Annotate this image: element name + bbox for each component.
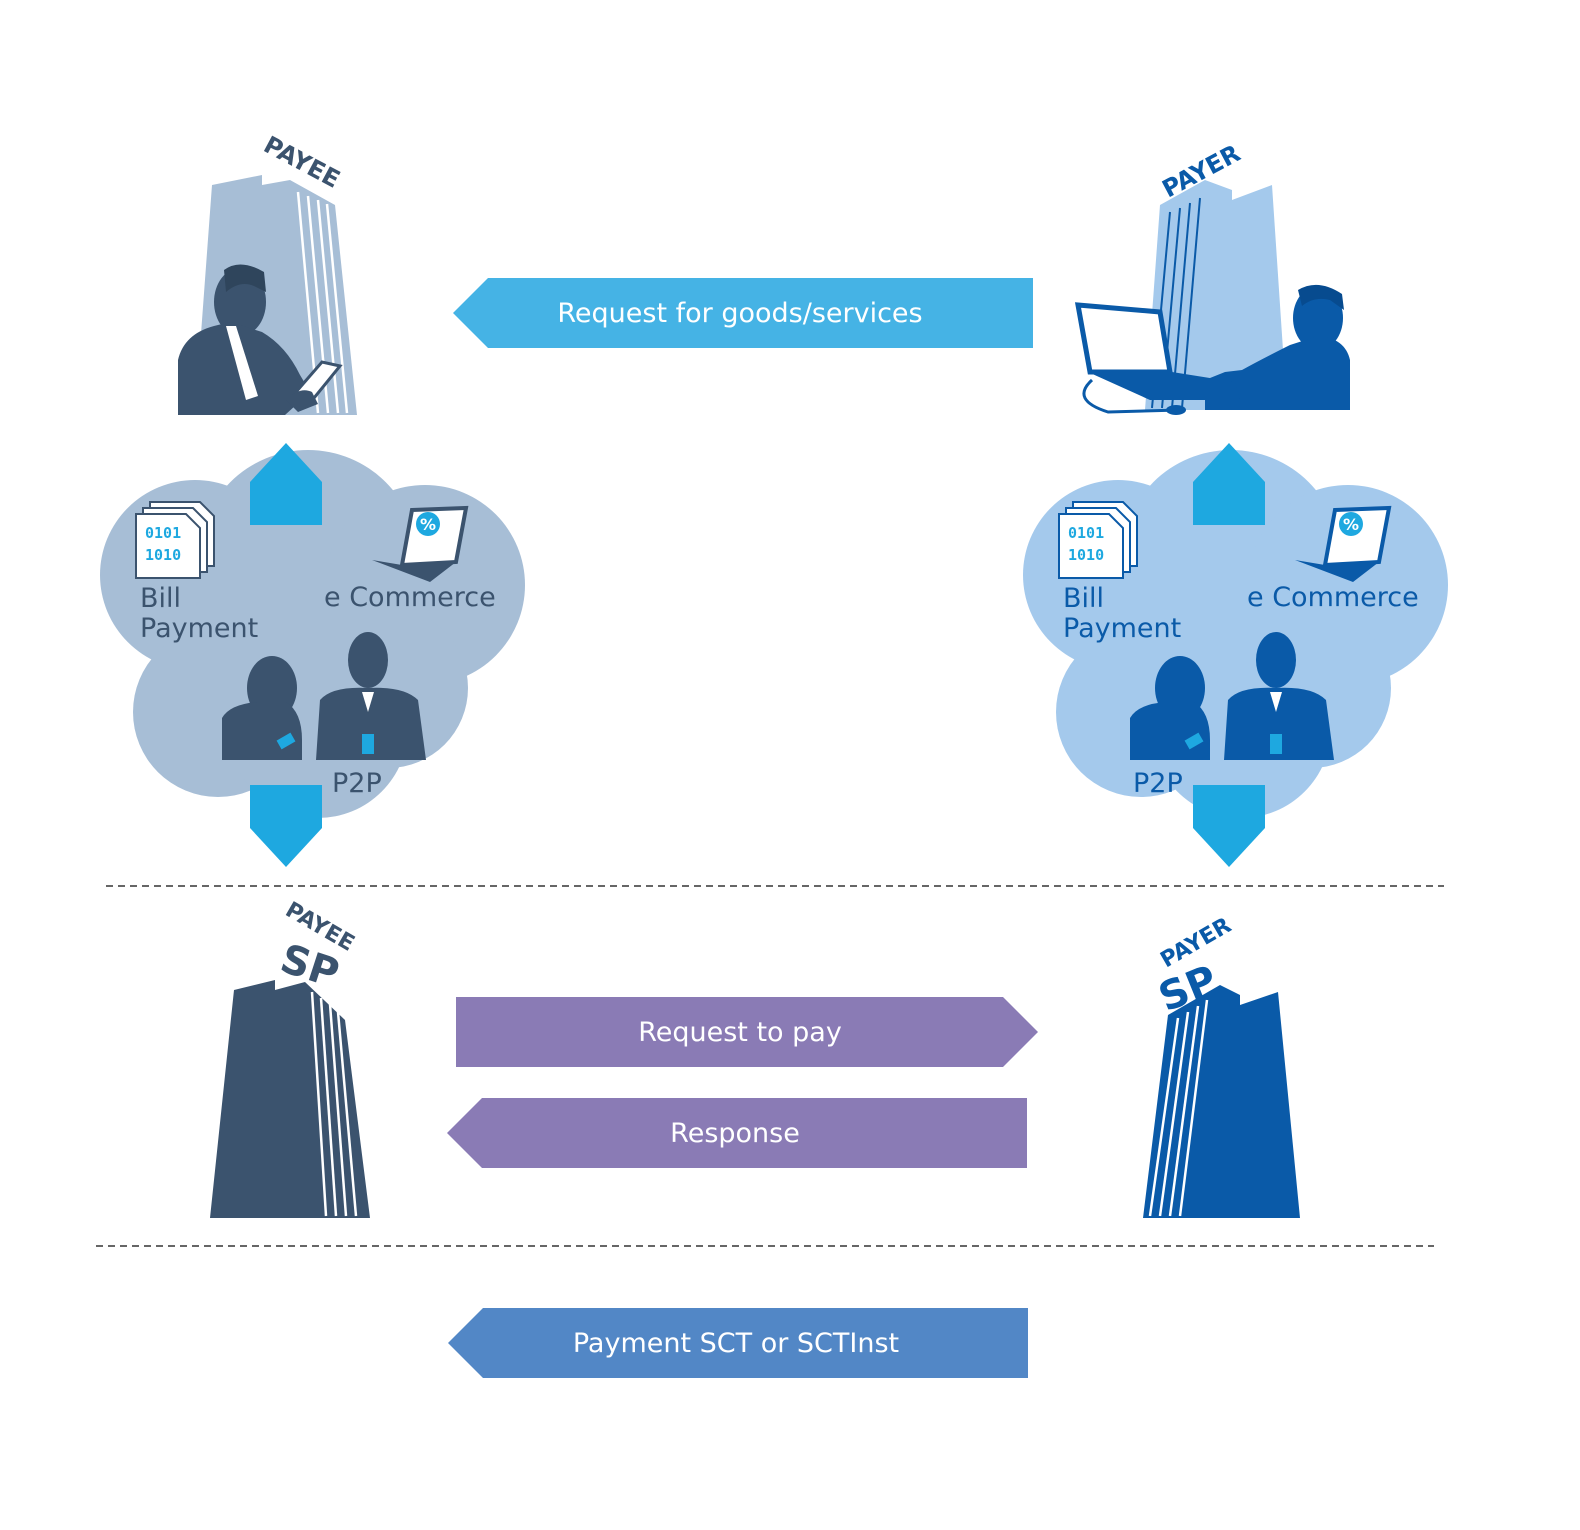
document-icon: 0101 1010 [135,501,215,579]
payer-sp-building: PAYER SP [1143,913,1300,1218]
svg-text:1010: 1010 [145,546,181,564]
percent-badge-icon: % [420,515,436,534]
payee-p2p-label: P2P [332,768,382,799]
payee-bill-label-1: Bill [140,583,181,614]
ecommerce-laptop-icon: % [372,505,469,582]
payee-up-arrow [250,443,322,525]
payer-down-arrow [1193,785,1265,867]
p2p-people-icon [1130,632,1334,760]
p2p-people-icon [222,632,426,760]
payer-bill-label-2: Payment [1063,613,1181,644]
payment-label: Payment SCT or SCTInst [573,1328,899,1359]
svg-text:0101: 0101 [1068,524,1104,542]
svg-text:0101: 0101 [145,524,181,542]
response-label: Response [670,1118,800,1149]
percent-badge-icon: % [1343,515,1359,534]
payee-channels-cloud: 0101 1010 Bill Payment % e Commerce P2P [100,443,525,867]
payee-bill-label-2: Payment [140,613,258,644]
svg-text:1010: 1010 [1068,546,1104,564]
payer-sp-building-icon [1143,985,1300,1218]
request-goods-arrow: Request for goods/services [453,278,1033,348]
ecommerce-laptop-icon: % [1295,505,1392,582]
payee-sp-building-icon [210,980,370,1218]
request-to-pay-label: Request to pay [638,1017,842,1048]
request-to-pay-arrow: Request to pay [456,997,1038,1067]
payee-down-arrow [250,785,322,867]
payer-person-icon [1074,284,1350,415]
payee-person-building: PAYEE [178,131,357,415]
payee-sp-building: PAYEE SP [210,898,370,1218]
payee-person-icon [178,264,343,415]
payer-channels-cloud: 0101 1010 Bill Payment % e Commerce P2P [1023,443,1448,867]
payer-ecommerce-label: e Commerce [1247,582,1419,613]
payment-arrow: Payment SCT or SCTInst [448,1308,1028,1378]
request-goods-label: Request for goods/services [557,298,922,329]
payer-person-building: PAYER [1074,139,1350,415]
payee-ecommerce-label: e Commerce [324,582,496,613]
document-icon: 0101 1010 [1058,501,1138,579]
payer-bill-label-1: Bill [1063,583,1104,614]
payer-building-icon [1145,180,1287,410]
payer-up-arrow [1193,443,1265,525]
payer-p2p-label: P2P [1133,768,1183,799]
response-arrow: Response [447,1098,1027,1168]
laptop-icon [1074,302,1173,375]
